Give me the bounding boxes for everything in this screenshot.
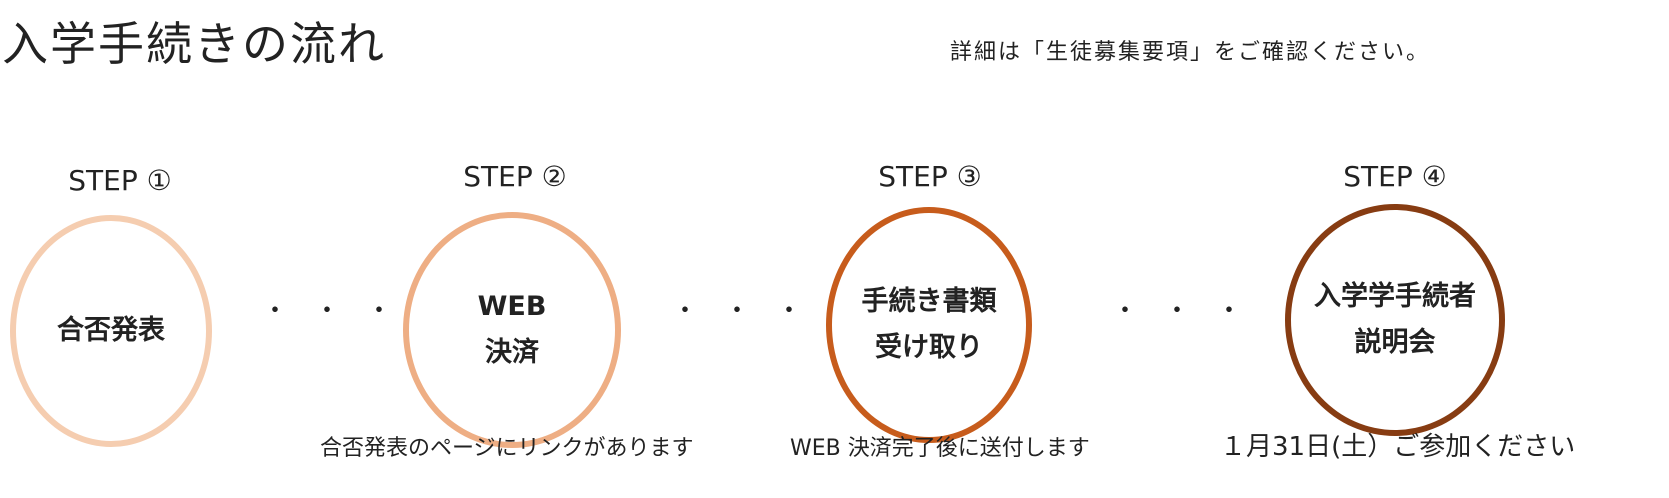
- step-2-note: 合否発表のページにリンクがあります: [320, 436, 694, 461]
- page-title: 入学手続きの流れ: [2, 17, 386, 71]
- step-3-label: STEP ③: [878, 160, 982, 193]
- step-4-text-line1: 入学学手続者: [1314, 281, 1476, 313]
- step-3-note: WEB 決済完了後に送付します: [790, 436, 1090, 461]
- step-4-text-line2: 説明会: [1354, 327, 1436, 358]
- step-4-note: １月31日(土）ご参加ください: [1220, 432, 1576, 462]
- step-2-text-line2: 決済: [485, 337, 539, 368]
- step-4-label: STEP ④: [1343, 160, 1447, 193]
- separator-dots: ・・・: [1112, 296, 1269, 326]
- step-4-circle: 入学学手続者 説明会: [1285, 204, 1505, 436]
- step-1-text: 合否発表: [57, 315, 165, 347]
- step-3-text-line1: 手続き書類: [861, 286, 997, 318]
- step-1-label: STEP ①: [68, 164, 172, 197]
- step-2-label: STEP ②: [463, 160, 567, 193]
- guide-note: 詳細は「生徒募集要項」をご確認ください。: [950, 40, 1431, 65]
- step-3-text-line2: 受け取り: [875, 332, 983, 363]
- separator-dots: ・・・: [262, 296, 419, 326]
- separator-dots: ・・・: [672, 296, 829, 326]
- step-2-circle: WEB 決済: [403, 212, 621, 448]
- step-2-text-line1: WEB: [477, 291, 547, 323]
- step-3-circle: 手続き書類 受け取り: [826, 207, 1032, 443]
- step-1-circle: 合否発表: [10, 215, 212, 447]
